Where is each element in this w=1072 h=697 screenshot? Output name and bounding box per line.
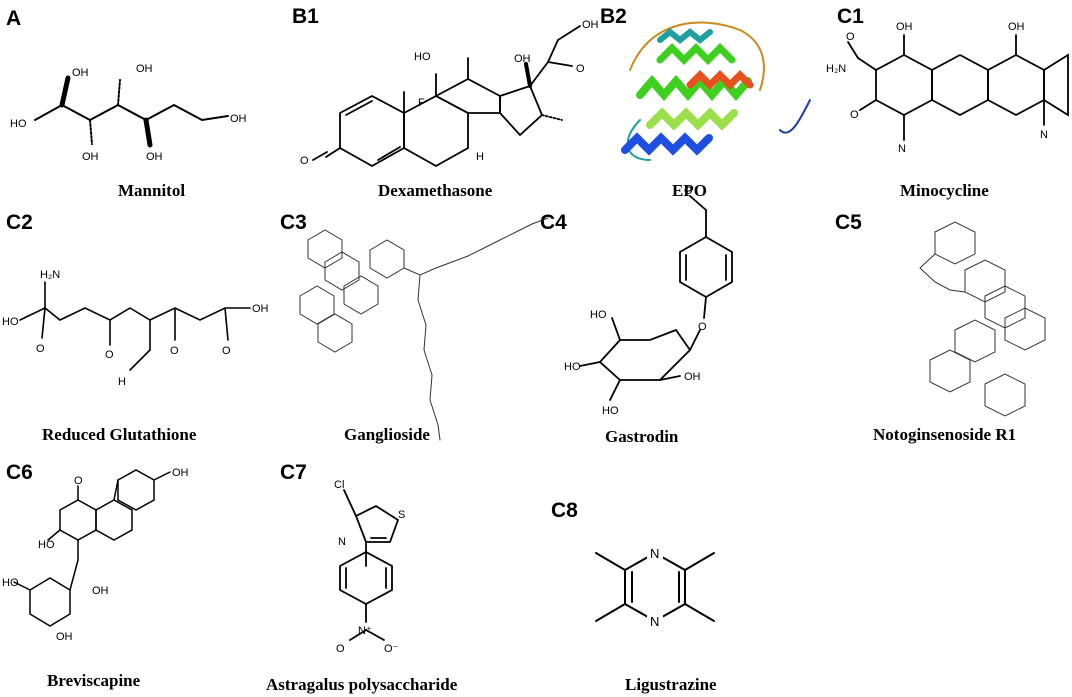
atom-label: OH — [92, 585, 109, 597]
atom-label: O — [850, 109, 859, 121]
atom-label: HO — [38, 539, 55, 551]
name-notoginsenoside-r1: Notoginsenoside R1 — [873, 425, 1017, 444]
helix-blue — [621, 132, 713, 156]
atom-label: O — [846, 31, 855, 43]
atom-label: OH — [136, 63, 153, 75]
panel-label-a: A — [6, 7, 22, 30]
structure-notoginsenoside — [919, 221, 1046, 417]
atom-label: OH — [146, 151, 163, 163]
atom-label: OH — [230, 113, 247, 125]
atom-label: N — [898, 143, 906, 155]
structure-minocycline: H₂N O O N N OH OH — [826, 21, 1069, 155]
atom-label: OH — [56, 631, 73, 643]
name-breviscapine: Breviscapine — [47, 671, 141, 690]
atom-label: H₂N — [40, 269, 60, 281]
atom-label: OH — [72, 67, 89, 79]
structure-breviscapine: OH O HO HO OH OH — [2, 467, 189, 643]
atom-label: O — [698, 321, 707, 333]
name-dexamethasone: Dexamethasone — [378, 181, 493, 200]
atom-label: OH — [896, 21, 913, 33]
panel-label-b1: B1 — [292, 5, 319, 28]
panel-label-c4: C4 — [540, 211, 567, 234]
atom-label: O — [576, 63, 585, 75]
atom-label: OH — [172, 467, 189, 479]
name-ganglioside: Ganglioside — [344, 425, 430, 444]
atom-label: H — [476, 151, 484, 163]
name-gastrodin: Gastrodin — [605, 427, 679, 446]
atom-label: OH — [514, 53, 531, 65]
atom-label: O — [684, 185, 693, 197]
atom-label: OH — [582, 19, 599, 31]
atom-label: OH — [82, 151, 99, 163]
atom-label: H₂N — [826, 63, 846, 75]
panel-label-c6: C6 — [6, 461, 33, 484]
atom-label: HO — [414, 51, 431, 63]
panel-label-c7: C7 — [280, 461, 307, 484]
atom-label: Cl — [334, 479, 344, 491]
atom-label: S — [398, 509, 405, 521]
atom-label: HO — [590, 309, 607, 321]
name-reduced-glutathione: Reduced Glutathione — [42, 425, 197, 444]
atom-label: O — [105, 349, 114, 361]
panel-label-c2: C2 — [6, 211, 33, 234]
helix-red — [686, 70, 754, 90]
atom-label: O — [300, 155, 309, 167]
atom-label: HO — [10, 118, 27, 130]
atom-label: F — [418, 97, 425, 109]
atom-label: HO — [564, 361, 581, 373]
name-mannitol: Mannitol — [118, 181, 186, 200]
atom-label: N — [1040, 129, 1048, 141]
panel-label-c3: C3 — [280, 211, 307, 234]
atom-label: HO — [602, 405, 619, 417]
atom-label: O — [336, 643, 345, 655]
structure-mannitol: HO OH OH OH OH OH — [10, 63, 247, 163]
atom-label: N⁺ — [358, 625, 372, 637]
helix-lime — [646, 107, 738, 131]
atom-label: O — [170, 345, 179, 357]
atom-label: H — [118, 376, 126, 388]
atom-label: O — [74, 475, 83, 487]
atom-label: OH — [684, 371, 701, 383]
atom-label: N — [650, 546, 659, 561]
structure-ganglioside — [299, 217, 549, 441]
atom-label: N — [650, 614, 659, 629]
atom-label: HO — [2, 577, 19, 589]
atom-label: HO — [2, 316, 19, 328]
atom-label: N — [338, 536, 346, 548]
atom-label: OH — [1008, 21, 1025, 33]
panel-label-c8: C8 — [551, 499, 578, 522]
panel-label-c1: C1 — [837, 5, 864, 28]
atom-label: OH — [252, 303, 269, 315]
panel-label-b2: B2 — [600, 5, 627, 28]
name-ligustrazine: Ligustrazine — [625, 675, 717, 694]
structure-epo-ribbon — [621, 21, 811, 161]
panel-label-c5: C5 — [835, 211, 862, 234]
atom-label: O — [36, 343, 45, 355]
name-epo: EPO — [672, 181, 707, 200]
structure-gastrodin: O O HO HO HO OH — [564, 185, 733, 417]
name-minocycline: Minocycline — [900, 181, 989, 200]
atom-label: O⁻ — [384, 643, 399, 655]
name-astragalus-polysaccharide: Astragalus polysaccharide — [266, 675, 458, 694]
structure-ligustrazine: N N — [595, 546, 715, 629]
structure-dexamethasone: O HO F OH O OH H — [300, 19, 599, 168]
structure-astragalus: Cl S N N⁺ O O⁻ — [334, 479, 405, 655]
helix-teal — [657, 28, 713, 44]
structure-glutathione: HO H₂N O O O H O OH — [2, 269, 269, 388]
atom-label: O — [222, 345, 231, 357]
